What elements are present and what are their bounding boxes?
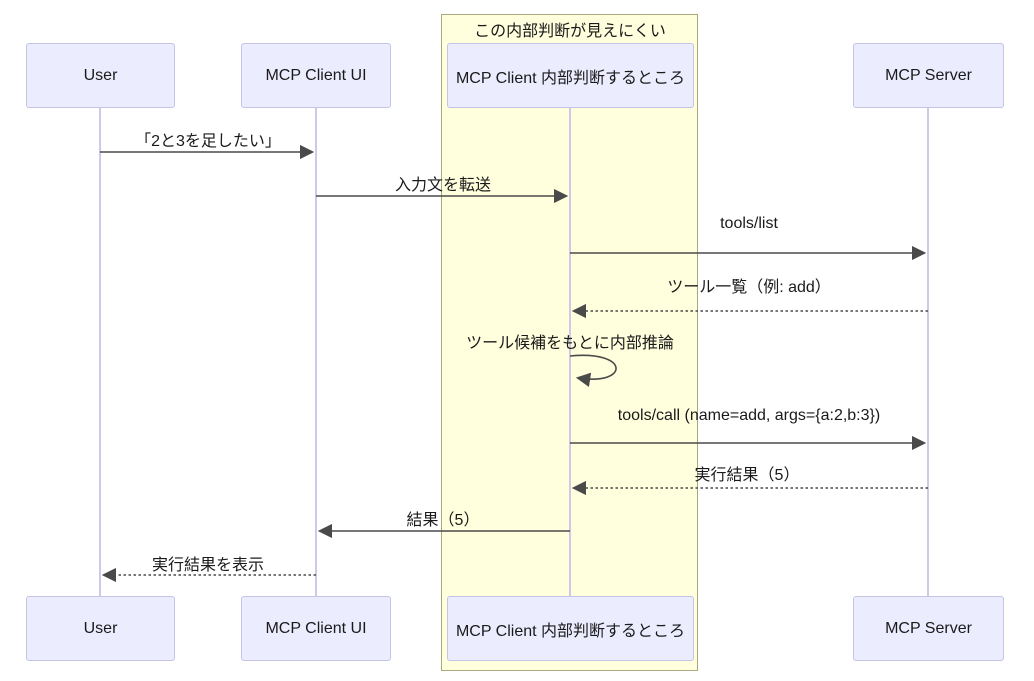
arrow-msg-5-self-loop	[569, 354, 617, 387]
actor-top-mcp-server: MCP Server	[853, 43, 1004, 108]
message-label-5: ツール候補をもとに内部推論	[466, 335, 674, 352]
lifelines	[99, 108, 929, 596]
message-label-4: ツール一覧（例: add）	[667, 279, 831, 296]
actor-top-user: User	[26, 43, 175, 108]
actor-bottom-mcp-client-ui: MCP Client UI	[241, 596, 391, 661]
message-label-2: 入力文を転送	[394, 177, 492, 194]
actor-top-mcp-client-internal: MCP Client 内部判断するところ	[447, 43, 694, 108]
message-label-6: tools/call (name=add, args={a:2,b:3})	[617, 407, 881, 424]
highlight-region-title: この内部判断が見えにくい	[474, 23, 666, 40]
actor-bottom-mcp-client-internal: MCP Client 内部判断するところ	[447, 596, 694, 661]
actor-bottom-mcp-server: MCP Server	[853, 596, 1004, 661]
message-label-9: 実行結果を表示	[151, 557, 265, 574]
message-label-7: 実行結果（5）	[694, 467, 800, 484]
actor-top-mcp-client-ui: MCP Client UI	[241, 43, 391, 108]
actor-bottom-user: User	[26, 596, 175, 661]
message-label-8: 結果（5）	[406, 512, 480, 529]
message-label-3: tools/list	[720, 215, 778, 232]
message-label-1: 「2と3を足したい」	[135, 133, 281, 150]
